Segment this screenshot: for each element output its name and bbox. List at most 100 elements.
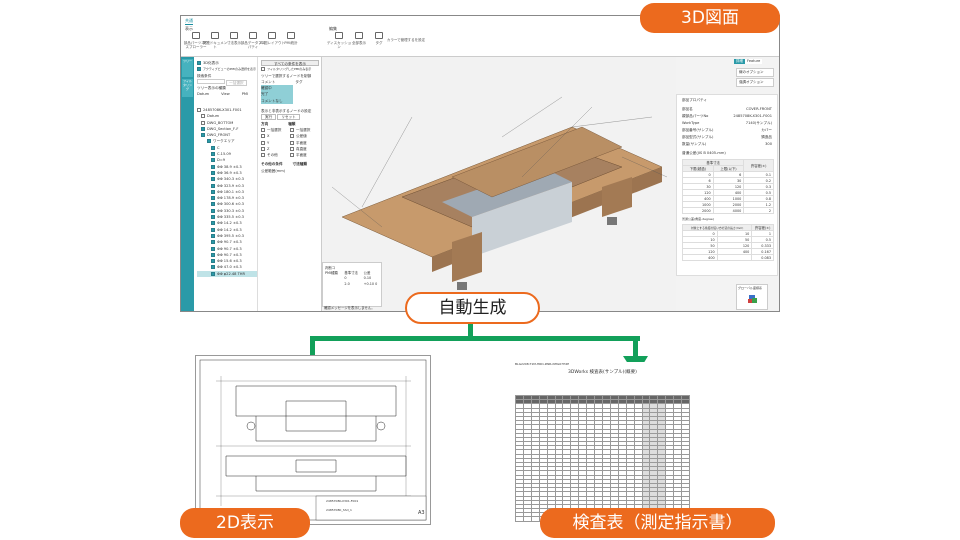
tree-item[interactable]: ΦΦ 340.3 ±0.3 (197, 176, 257, 182)
option-item[interactable]: 一括選択 (290, 127, 319, 133)
option-item[interactable]: Y (261, 140, 290, 146)
toolbar-button[interactable]: 寸法表示 (221, 32, 247, 45)
toolbar-button[interactable]: 2D図レイアウト (259, 32, 285, 45)
tree-item[interactable]: ΦΦ 330.3 ±0.3 (197, 208, 257, 214)
tree-item[interactable]: ΦΦ 47.0 ±0.3 (197, 264, 257, 270)
toolbar-button[interactable]: 全部表示 (346, 32, 372, 45)
tree-item[interactable]: ΦΦ 38.9 ±0.3 (197, 164, 257, 170)
tree-item[interactable]: ΦΦ 15.6 ±0.3 (197, 258, 257, 264)
checkbox[interactable] (211, 164, 215, 169)
toolbar-button[interactable]: カラーで管理するを設定 (386, 38, 426, 42)
checkbox[interactable] (201, 114, 205, 119)
checkbox[interactable] (197, 108, 201, 112)
checkbox[interactable] (211, 233, 215, 238)
col-pmi[interactable]: PMI (241, 92, 249, 97)
tree-tab[interactable]: ツリー (182, 59, 193, 77)
checkbox[interactable] (211, 208, 215, 213)
tree-item[interactable]: ΦΦ 300.6 ±0.3 (197, 201, 257, 207)
toolbar-button[interactable]: 部品データプロパティ (240, 32, 266, 49)
option-item[interactable]: 一括選択 (261, 127, 290, 133)
tree-item[interactable]: ΦΦ 323.9 ±0.3 (197, 183, 257, 189)
checkbox[interactable] (201, 126, 205, 131)
checkbox[interactable] (261, 127, 265, 132)
checkbox[interactable] (201, 120, 205, 125)
state-checking[interactable]: 確認中 (261, 86, 272, 91)
option-item[interactable]: 平面度 (290, 140, 319, 146)
checkbox[interactable] (211, 265, 215, 270)
option-item[interactable]: X (261, 133, 290, 139)
toolbar-button[interactable]: 部品パーツエクスプローラー (183, 32, 209, 49)
search-input[interactable] (197, 78, 225, 84)
checkbox[interactable] (207, 139, 211, 144)
option-item[interactable]: 公差値 (290, 133, 319, 139)
tree-item[interactable]: DWG_Section_F-F (197, 126, 257, 132)
tree-item[interactable]: ΦΦ 90.7 ±0.3 (197, 252, 257, 258)
checkbox[interactable] (261, 140, 265, 145)
checkbox[interactable] (290, 146, 294, 151)
tree-item[interactable]: ΦΦ 395.5 ±0.3 (197, 233, 257, 239)
checkbox[interactable] (211, 183, 215, 188)
checkbox[interactable] (211, 158, 215, 163)
checkbox[interactable] (211, 202, 215, 207)
tree-item[interactable]: DWG_BOTTOM (197, 120, 257, 126)
col-datum[interactable]: Datum (197, 92, 210, 97)
tree-item[interactable]: ΦΦ 335.5 ±0.3 (197, 214, 257, 220)
checkbox[interactable] (197, 61, 201, 65)
tree-item[interactable]: ΦΦ 90.7 ±0.3 (197, 246, 257, 252)
checkbox[interactable] (211, 227, 215, 232)
option-item[interactable]: 平面度 (290, 152, 319, 158)
tree-item[interactable]: ΦΦ 90.7 ±0.3 (197, 239, 257, 245)
tree-item[interactable]: DWG_FRONT (197, 132, 257, 138)
checkbox[interactable] (201, 133, 205, 138)
toolbar-button[interactable]: タグ (366, 32, 392, 45)
checkbox[interactable] (290, 134, 294, 139)
col-view[interactable]: View (221, 92, 230, 97)
checkbox[interactable] (211, 152, 215, 157)
state-done[interactable]: 完了 (261, 92, 269, 97)
checkbox[interactable] (290, 127, 294, 132)
tree-item[interactable]: ΦΦ 36.9 ±0.3 (197, 170, 257, 176)
checkbox[interactable] (290, 140, 294, 145)
checkbox[interactable] (211, 170, 215, 175)
checkbox[interactable] (211, 221, 215, 226)
line-options-button[interactable]: 線のオプション (736, 68, 774, 77)
run-button[interactable]: 実行 (261, 114, 277, 121)
checkbox[interactable] (211, 271, 215, 276)
toolbar-button[interactable]: 関連ドキュメント (202, 32, 228, 49)
checkbox[interactable] (197, 67, 201, 72)
toolbar-button[interactable]: ディスカッション (326, 32, 352, 49)
checkbox[interactable] (211, 215, 215, 220)
checkbox[interactable] (211, 196, 215, 201)
checkbox[interactable] (211, 189, 215, 194)
tree-item[interactable]: ワークエリア (197, 138, 257, 144)
tree-item[interactable]: ΦΦ 180.1 ±0.3 (197, 189, 257, 195)
option-item[interactable]: Z (261, 146, 290, 152)
state-no-comment[interactable]: コメントなし (261, 98, 283, 103)
toggle-detail[interactable]: 詳細 (734, 59, 745, 64)
select-button[interactable]: 一括選択 (226, 79, 247, 86)
tree-item[interactable]: ΦΦ 14.2 ±0.3 (197, 227, 257, 233)
filter-tab[interactable]: フィルタリング (182, 79, 193, 97)
tree-item[interactable]: Datum (197, 113, 257, 119)
tree-item[interactable]: C (197, 145, 257, 151)
show-all-button[interactable]: すべての条件を表示 (261, 60, 319, 67)
tree-item[interactable]: C.15.09 (197, 151, 257, 157)
tree-item[interactable]: ΦΦ φ22.48 THR (197, 270, 257, 278)
checkbox[interactable] (261, 134, 265, 139)
toggle-feature[interactable]: Feature (745, 59, 763, 64)
checkbox[interactable] (211, 259, 215, 264)
option-item[interactable]: その他 (261, 152, 290, 158)
tree-item[interactable]: 2485708K-X301-F001 (197, 107, 257, 113)
checkbox[interactable] (261, 67, 265, 72)
checkbox[interactable] (290, 153, 294, 158)
checkbox[interactable] (211, 177, 215, 182)
tree-item[interactable]: ΦΦ 14.2 ±0.3 (197, 220, 257, 226)
option-item[interactable]: 真直度 (290, 146, 319, 152)
checkbox[interactable] (211, 246, 215, 251)
tree-item[interactable]: D=9 (197, 157, 257, 163)
toolbar-button[interactable]: PMI統計 (278, 32, 304, 45)
checkbox[interactable] (261, 153, 265, 158)
highlight-options-button[interactable]: 強調オプション (736, 78, 774, 87)
